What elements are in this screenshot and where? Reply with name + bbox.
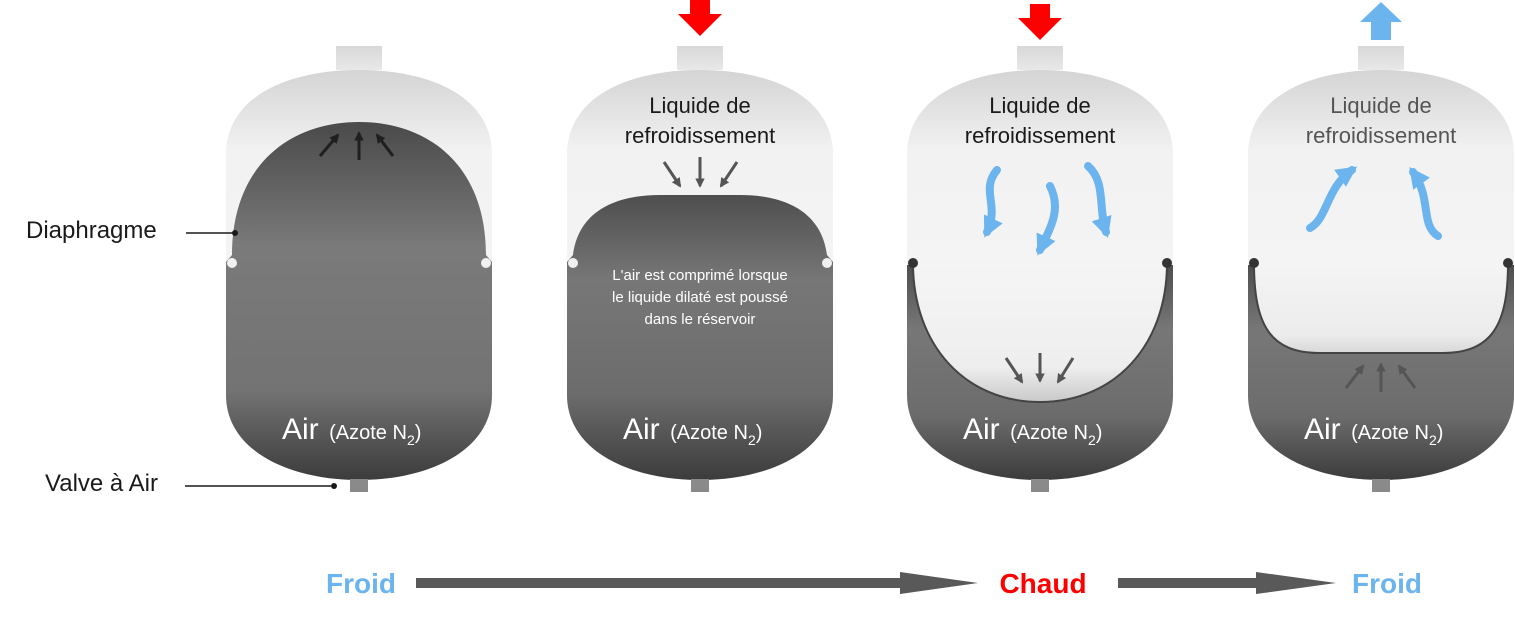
tank-4-air-label: Air (Azote N2) [1304,413,1443,448]
tank-3-top-port [1017,46,1063,70]
tank-3-diaphragm [913,263,1167,402]
tank-1-bottom-valve [350,479,368,492]
tank-2-compress-line2: le liquide dilaté est poussé [612,289,788,306]
tank-3-push-arrows [1004,353,1075,384]
tank-1-air-label: Air (Azote N2) [282,413,421,448]
tank-3-air-label: Air (Azote N2) [963,413,1102,448]
diaphragm-callout: Diaphragme [26,217,238,244]
tank-4-outflow-arrow [1360,2,1402,40]
tank-4-push-arrows [1344,362,1417,392]
tank-4-coolant-line2: refroidissement [1306,123,1456,148]
diaphragm-label: Diaphragme [26,217,157,244]
tank-1-top-port [336,46,382,70]
tank-4-rising-arrows [1306,166,1442,240]
tank-4: Liquide de refroidissement Air (Azote N2… [1248,2,1514,492]
tank-3-coolant-line2: refroidissement [965,123,1115,148]
tank-2-rim-right [822,258,832,268]
tank-4-top-port [1358,46,1404,70]
tank-2-coolant-line1: Liquide de [649,93,751,118]
timeline-start-label: Froid [326,568,396,599]
tank-3-rim-left [908,258,918,268]
tank-2-top-port [677,46,723,70]
air-valve-callout: Valve à Air [45,470,337,497]
air-valve-label: Valve à Air [45,470,158,497]
tank-1-air-chamber [226,122,492,480]
tank-2-compress-line3: dans le réservoir [645,311,756,328]
tank-3-bottom-valve [1031,479,1049,492]
tank-3-rim-right [1162,258,1172,268]
tank-4-bottom-valve [1372,479,1390,492]
tank-1-rim-left [227,258,237,268]
tank-4-rim-right [1503,258,1513,268]
timeline-end-label: Froid [1352,568,1422,599]
tank-4-coolant-line1: Liquide de [1330,93,1432,118]
tank-3-coolant-line1: Liquide de [989,93,1091,118]
tank-3: Liquide de refroidissement Air (Azote N2… [907,4,1173,492]
tank-1-rim-right [481,258,491,268]
tank-2-bottom-valve [691,479,709,492]
tank-3-circulation-arrows [983,162,1112,256]
tank-2: Liquide de refroidissement L'air est com… [567,0,833,492]
tank-1-pressure-arrows [318,131,395,160]
tank-4-diaphragm [1254,263,1508,353]
tank-2-air-chamber [567,195,833,480]
timeline-arrow-2 [1118,572,1336,594]
tank-2-rim-left [568,258,578,268]
tank-2-compress-line1: L'air est comprimé lorsque [612,267,787,284]
tank-3-inflow-arrow [1018,4,1062,40]
tank-2-push-arrows [662,157,739,188]
tank-4-rim-left [1249,258,1259,268]
timeline-arrow-1 [416,572,978,594]
tank-2-inflow-arrow [678,0,722,36]
timeline-middle-label: Chaud [999,568,1086,599]
tank-1: Air (Azote N2) [226,46,492,492]
temperature-timeline: Froid Chaud Froid [326,568,1422,599]
tank-2-air-label: Air (Azote N2) [623,413,762,448]
tank-2-coolant-line2: refroidissement [625,123,775,148]
